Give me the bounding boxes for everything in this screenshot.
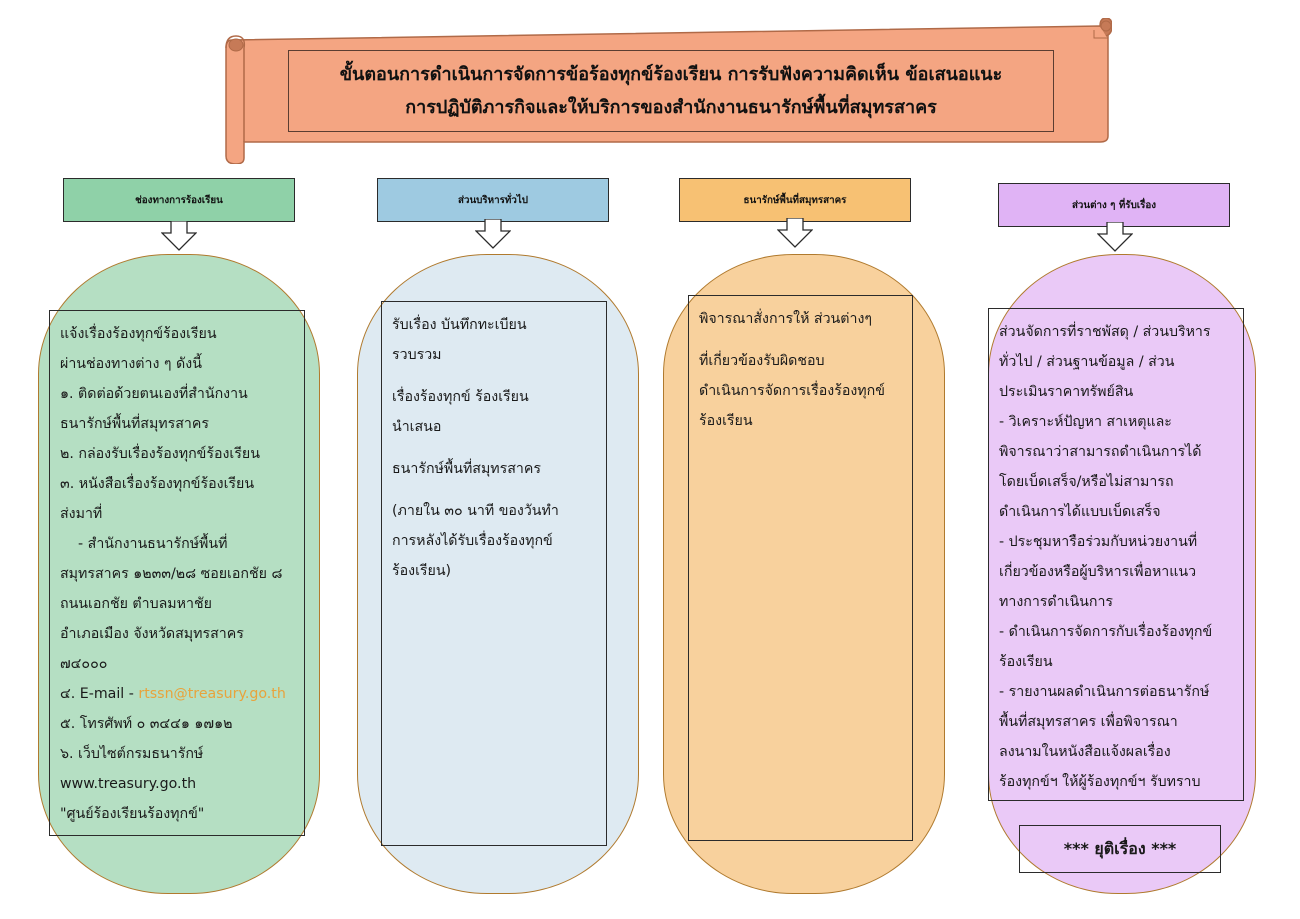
text-line: - สำนักงานธนารักษ์พื้นที่ xyxy=(60,536,228,552)
down-arrow-icon xyxy=(475,219,511,249)
text-line: ธนารักษ์พื้นที่สมุทรสาคร xyxy=(392,461,542,477)
text-line: ถนนเอกชัย ตำบลมหาชัย xyxy=(60,596,212,612)
text-line: พื้นที่สมุทรสาคร เพื่อพิจารณา xyxy=(999,714,1178,730)
case-closed-box: *** ยุติเรื่อง *** xyxy=(1019,825,1221,873)
text-line: ดำเนินการได้แบบเบ็ดเสร็จ xyxy=(999,504,1161,520)
text-line: รับเรื่อง บันทึกทะเบียน xyxy=(392,317,527,333)
text-line: - ดำเนินการจัดการกับเรื่องร้องทุกข์ xyxy=(999,624,1213,640)
text-line: ๖. เว็บไซต์กรมธนารักษ์ xyxy=(60,746,204,762)
column-general-admin xyxy=(357,254,639,894)
text-line: พิจารณาว่าสามารถดำเนินการได้ xyxy=(999,444,1202,460)
text-line: รวบรวม xyxy=(392,347,442,363)
text-line: ที่เกี่ยวข้องรับผิดชอบ xyxy=(699,353,825,369)
text-line: ๑. ติดต่อด้วยตนเองที่สำนักงาน xyxy=(60,386,248,402)
text-line: การหลังได้รับเรื่องร้องทุกข์ xyxy=(392,533,553,549)
header-treasury-area: ธนารักษ์พื้นที่สมุทรสาคร xyxy=(679,178,911,222)
text-line: นำเสนอ xyxy=(392,419,442,435)
text-line: ๓. หนังสือเรื่องร้องทุกข์ร้องเรียน xyxy=(60,476,255,492)
banner-title-line-1: ขั้นตอนการดำเนินการจัดการข้อร้องทุกข์ร้อ… xyxy=(339,64,1003,85)
down-arrow-icon xyxy=(777,218,813,248)
column-treasury-area xyxy=(663,254,945,894)
text-line: www.treasury.go.th xyxy=(60,776,197,792)
text-line: ลงนามในหนังสือแจ้งผลเรื่อง xyxy=(999,744,1171,760)
header-receiving-units: ส่วนต่าง ๆ ที่รับเรื่อง xyxy=(998,183,1230,227)
receiving-units-text-box: ส่วนจัดการที่ราชพัสดุ / ส่วนบริหาร ทั่วไ… xyxy=(988,308,1244,801)
treasury-area-text-box: พิจารณาสั่งการให้ ส่วนต่างๆ ที่เกี่ยวข้อ… xyxy=(688,295,913,841)
header-complaint-channels: ช่องทางการร้องเรียน xyxy=(63,178,295,222)
text-line: - ประชุมหารือร่วมกับหน่วยงานที่ xyxy=(999,534,1198,550)
text-line: เกี่ยวข้องหรือผู้บริหารเพื่อหาแนว xyxy=(999,564,1197,580)
down-arrow-icon xyxy=(1097,222,1133,252)
banner-title: ขั้นตอนการดำเนินการจัดการข้อร้องทุกข์ร้อ… xyxy=(288,50,1054,132)
text-line: - รายงานผลดำเนินการต่อธนารักษ์ xyxy=(999,684,1210,700)
text-line: ส่งมาที่ xyxy=(60,506,103,522)
text-line: แจ้งเรื่องร้องทุกข์ร้องเรียน xyxy=(60,326,217,342)
email-line: ๔. E-mail - rtssn@treasury.go.th xyxy=(60,679,294,709)
text-line: ๕. โทรศัพท์ ๐ ๓๔๔๑ ๑๗๑๒ xyxy=(60,716,233,732)
text-line: - วิเคราะห์ปัญหา สาเหตุและ xyxy=(999,414,1172,430)
text-line: ทั่วไป / ส่วนฐานข้อมูล / ส่วน xyxy=(999,354,1175,370)
email-link[interactable]: rtssn@treasury.go.th xyxy=(138,686,286,702)
text-line: ร้องเรียน xyxy=(999,654,1053,670)
column-complaint-channels xyxy=(38,254,320,894)
complaint-channels-lines: แจ้งเรื่องร้องทุกข์ร้องเรียน ผ่านช่องทาง… xyxy=(60,319,294,679)
general-admin-text-box: รับเรื่อง บันทึกทะเบียน รวบรวม เรื่องร้อ… xyxy=(381,301,607,846)
header-general-admin: ส่วนบริหารทั่วไป xyxy=(377,178,609,222)
text-line: ๗๔๐๐๐ xyxy=(60,656,108,672)
down-arrow-icon xyxy=(161,221,197,251)
text-line: ร้องเรียน) xyxy=(392,563,452,579)
text-line: เรื่องร้องทุกข์ ร้องเรียน xyxy=(392,389,529,405)
text-line: ผ่านช่องทางต่าง ๆ ดังนี้ xyxy=(60,356,202,372)
text-line: ประเมินราคาทรัพย์สิน xyxy=(999,384,1134,400)
complaint-channels-text-box: แจ้งเรื่องร้องทุกข์ร้องเรียน ผ่านช่องทาง… xyxy=(49,310,305,836)
text-line: ทางการดำเนินการ xyxy=(999,594,1114,610)
banner-title-line-2: การปฏิบัติภารกิจและให้บริการของสำนักงานธ… xyxy=(405,97,937,118)
text-line: พิจารณาสั่งการให้ ส่วนต่างๆ xyxy=(699,311,872,327)
text-line: อำเภอเมือง จังหวัดสมุทรสาคร xyxy=(60,626,244,642)
text-line: ดำเนินการจัดการเรื่องร้องทุกข์ xyxy=(699,383,885,399)
text-line: โดยเบ็ดเสร็จ/หรือไม่สามารถ xyxy=(999,474,1174,490)
text-line: ธนารักษ์พื้นที่สมุทรสาคร xyxy=(60,416,210,432)
text-line: สมุทรสาคร ๑๒๓๓/๒๘ ซอยเอกชัย ๘ xyxy=(60,566,283,582)
scroll-shape xyxy=(225,18,1112,164)
text-line: ร้องทุกข์ฯ ให้ผู้ร้องทุกข์ฯ รับทราบ xyxy=(999,774,1201,790)
title-banner: ขั้นตอนการดำเนินการจัดการข้อร้องทุกข์ร้อ… xyxy=(222,18,1112,164)
text-line: ร้องเรียน xyxy=(699,413,753,429)
text-line: ๒. กล่องรับเรื่องร้องทุกข์ร้องเรียน xyxy=(60,446,260,462)
text-line: "ศูนย์ร้องเรียนร้องทุกข์" xyxy=(60,806,205,822)
text-line: ส่วนจัดการที่ราชพัสดุ / ส่วนบริหาร xyxy=(999,324,1211,340)
email-label: ๔. E-mail - xyxy=(60,686,139,702)
text-line: (ภายใน ๓๐ นาที ของวันทำ xyxy=(392,503,559,519)
